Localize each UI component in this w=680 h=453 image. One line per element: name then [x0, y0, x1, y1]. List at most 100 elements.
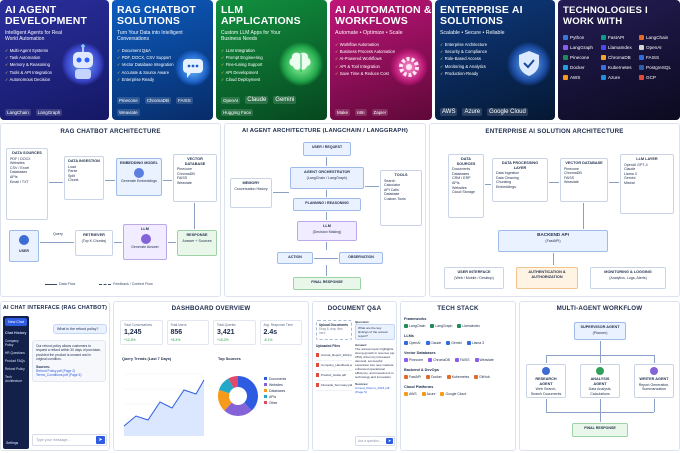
legend-label: Data Flow	[59, 282, 76, 286]
vector-item: ChromaDB	[177, 171, 195, 176]
card-logos: OpenAI Claude Gemini Hugging Face	[221, 96, 322, 116]
stack-logo-icon	[446, 341, 451, 345]
card-feature: AI-Powered Workflows	[335, 55, 427, 62]
card-feature: Enterprise Ready	[117, 76, 208, 83]
ingestion-item: Parse	[68, 169, 78, 174]
memory-item: Conversation History	[234, 186, 268, 191]
agent-text: Report Generation, Summarization	[638, 382, 670, 392]
kpi-value: 856	[170, 329, 183, 336]
user-icon	[19, 235, 29, 245]
card-feature: Cloud Deployment	[221, 76, 322, 83]
stack-label: AWS	[409, 392, 417, 396]
card-title: AI AGENT DEVELOPMENT	[5, 4, 88, 27]
multi-agent-panel: MULTI-AGENT WORKFLOW SUPERVISOR AGENT (P…	[519, 301, 680, 451]
logo-label: LangGraph	[35, 109, 63, 116]
send-button[interactable]: ➤	[96, 436, 105, 444]
agent-memory: MEMORY Conversation History	[230, 178, 272, 208]
source-link[interactable]: Annual_Report_2023.pdf (Page 5)	[355, 386, 390, 394]
panel-title: TECH STACK	[437, 305, 479, 312]
tech-label: Docker	[570, 65, 585, 70]
tech-logo-icon	[639, 35, 644, 40]
history-item[interactable]: Refund Policy	[5, 367, 25, 371]
writer-icon	[650, 367, 658, 375]
box-title: TOOLS	[394, 173, 408, 177]
stack-group-title: Vector Databases	[404, 351, 436, 355]
card-feature: Security & Compliance	[440, 48, 550, 55]
stack-logo-icon	[426, 375, 431, 379]
trend-chart	[123, 373, 205, 436]
donut-hole	[229, 387, 247, 405]
file-item[interactable]: Financial_Summary.pdf	[316, 381, 352, 391]
vector-item: FAISS	[564, 175, 575, 180]
kpi-label: Total Queries	[217, 323, 236, 327]
chat-sidebar: New Chat Chat History Company Policy HR …	[3, 316, 29, 449]
tech-label: LangGraph	[570, 45, 593, 50]
planning-label: PLANNING / REASONING	[305, 201, 349, 205]
kpi-label: Total Conversations	[124, 323, 152, 327]
file-item[interactable]: Product_Guide.pdf	[316, 371, 352, 381]
history-item[interactable]: Product FAQs	[5, 359, 25, 363]
file-name: Product_Guide.pdf	[321, 373, 347, 377]
tech-label: Kubernetes	[608, 65, 632, 70]
card-feature: Production-Ready	[440, 70, 550, 77]
history-item[interactable]: Tech Architecture	[5, 375, 23, 383]
tech-logo-icon	[601, 45, 606, 50]
stack-label: Google Cloud	[445, 392, 467, 396]
flow-arrow	[273, 192, 289, 193]
stack-item: OpenAI	[404, 341, 421, 345]
source-item: Databases	[452, 171, 470, 176]
stack-group-title: Cloud Platforms	[404, 385, 434, 389]
ent-processing-layer: DATA PROCESSING LAYER Data Ingestion Dat…	[492, 158, 548, 202]
kpi-delta: -8.1%	[263, 338, 273, 342]
source-item: APIs	[10, 174, 18, 179]
history-item[interactable]: Company Policy	[5, 339, 19, 347]
tool-item: API Calls	[384, 187, 399, 192]
message-input[interactable]: Type your message...	[36, 438, 71, 442]
source-link[interactable]: Terms_Conditions.pdf (Page 5)	[36, 373, 82, 378]
llm-item: OpenAI GPT-4	[624, 162, 648, 167]
settings-link[interactable]: Settings	[6, 441, 19, 445]
flow-arrow	[583, 203, 584, 229]
flow-arrow	[600, 399, 601, 412]
card-feature-list: Enterprise Architecture Security & Compl…	[440, 41, 550, 77]
stack-logo-icon	[474, 375, 479, 379]
stack-logo-icon	[425, 341, 430, 345]
robot-icon	[61, 42, 105, 86]
analysis-icon	[596, 367, 604, 375]
file-item[interactable]: Company_Handbook.pdf	[316, 361, 352, 371]
stack-logo-icon	[454, 358, 459, 362]
proc-item: Data Ingestion	[496, 171, 520, 176]
send-button[interactable]: ➤	[386, 438, 393, 444]
question-input[interactable]: Ask a question...	[358, 439, 382, 443]
card-feature: PDF, DOCX, CSV Support	[117, 54, 208, 61]
logo-label: Claude	[245, 96, 269, 104]
llm-item: Mistral	[624, 180, 635, 185]
new-chat-button[interactable]: New Chat	[5, 318, 27, 326]
proc-item: Embeddings	[496, 184, 516, 189]
rag-data-sources: DATA SOURCES PDF / DOCX Websites CSV / E…	[6, 148, 48, 220]
stack-logo-icon	[404, 358, 408, 362]
final-label: FINAL RESPONSE	[311, 280, 343, 284]
tech-label: ChromaDB	[608, 55, 631, 60]
card-feature: Multi-Agent Systems	[5, 47, 104, 54]
flow-arrow	[546, 355, 547, 363]
card-enterprise-ai: ENTERPRISE AI SOLUTIONS Scalable • Secur…	[435, 0, 555, 120]
observation-label: OBSERVATION	[348, 255, 374, 259]
stack-item: Kubernetes	[446, 375, 469, 379]
user-question-bubble: What is the refund policy?	[53, 324, 107, 334]
tech-item: PostgreSQL	[639, 65, 675, 70]
panel-title: DASHBOARD OVERVIEW	[171, 305, 251, 312]
send-icon: ➤	[387, 438, 392, 443]
stack-label: Weaviate	[479, 358, 494, 362]
card-logos: AWS Azure Google Cloud	[440, 108, 550, 116]
stack-item: AWS	[404, 392, 417, 396]
source-link[interactable]: Refund Policy.pdf (Page 2)	[36, 369, 76, 374]
stack-group-title: Frameworks	[404, 317, 427, 321]
box-title: USER INTERFACE	[457, 270, 491, 274]
upload-area[interactable]: Upload Documents Drag & drop files here	[316, 320, 352, 340]
tech-logo-icon	[639, 55, 644, 60]
donut-slice	[224, 396, 252, 416]
file-item[interactable]: Annual_Report_2023.pdf	[316, 351, 352, 361]
history-item[interactable]: HR Questions	[5, 351, 25, 355]
